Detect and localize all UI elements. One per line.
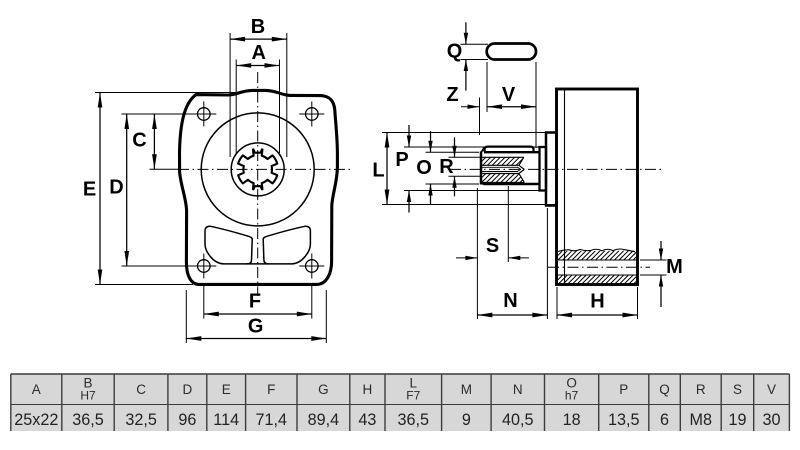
svg-text:36,5: 36,5 [398, 411, 430, 429]
svg-text:R: R [439, 156, 454, 178]
svg-text:E: E [83, 178, 96, 200]
svg-text:M: M [461, 382, 472, 397]
svg-text:19: 19 [728, 411, 746, 429]
svg-text:H7: H7 [80, 388, 96, 402]
svg-text:114: 114 [213, 411, 239, 429]
svg-text:N: N [503, 290, 517, 312]
svg-text:43: 43 [358, 411, 376, 429]
svg-text:O: O [566, 375, 577, 390]
svg-text:B: B [251, 16, 265, 38]
svg-text:h7: h7 [565, 388, 579, 402]
svg-text:F: F [267, 382, 275, 397]
svg-text:96: 96 [178, 411, 196, 429]
svg-text:S: S [733, 382, 742, 397]
svg-text:Q: Q [659, 382, 670, 397]
svg-text:71,4: 71,4 [256, 411, 288, 429]
svg-text:A: A [32, 382, 41, 397]
svg-text:M: M [666, 256, 683, 278]
svg-text:L: L [410, 375, 418, 390]
svg-text:40,5: 40,5 [502, 411, 534, 429]
svg-text:N: N [513, 382, 523, 397]
svg-text:L: L [372, 159, 384, 181]
svg-text:25x22: 25x22 [14, 411, 58, 429]
svg-text:A: A [251, 42, 265, 64]
svg-text:Q: Q [447, 40, 463, 62]
svg-text:C: C [132, 129, 146, 151]
svg-text:H: H [590, 290, 604, 312]
svg-text:O: O [416, 157, 432, 179]
svg-text:6: 6 [660, 411, 669, 429]
svg-text:89,4: 89,4 [308, 411, 340, 429]
svg-text:36,5: 36,5 [72, 411, 104, 429]
svg-text:P: P [619, 382, 628, 397]
svg-text:18: 18 [563, 411, 581, 429]
svg-text:Z: Z [446, 84, 458, 106]
svg-text:G: G [318, 382, 329, 397]
svg-text:P: P [395, 149, 408, 171]
svg-text:B: B [83, 375, 92, 390]
svg-text:E: E [222, 382, 231, 397]
svg-text:V: V [767, 382, 776, 397]
svg-text:R: R [696, 382, 706, 397]
svg-text:S: S [486, 235, 499, 257]
svg-text:G: G [248, 315, 264, 337]
svg-text:30: 30 [762, 411, 780, 429]
svg-text:V: V [502, 84, 516, 106]
svg-text:F: F [249, 290, 261, 312]
svg-text:13,5: 13,5 [608, 411, 640, 429]
svg-text:9: 9 [462, 411, 471, 429]
svg-text:D: D [109, 176, 123, 198]
svg-text:F7: F7 [406, 388, 420, 402]
svg-text:H: H [363, 382, 373, 397]
svg-text:D: D [183, 382, 193, 397]
svg-text:C: C [136, 382, 146, 397]
svg-text:M8: M8 [690, 411, 713, 429]
svg-text:32,5: 32,5 [125, 411, 157, 429]
